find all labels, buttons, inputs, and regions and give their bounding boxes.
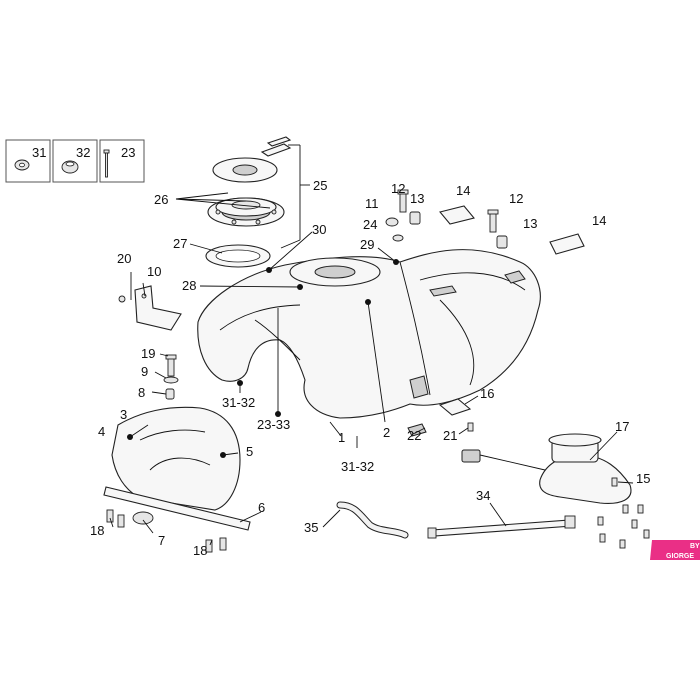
callout-30: 30 xyxy=(312,222,326,237)
trim-strip xyxy=(103,486,251,531)
fuel-line xyxy=(427,515,576,539)
callout-20: 20 xyxy=(117,251,131,266)
callout-6: 6 xyxy=(258,500,265,515)
legend-label-32: 32 xyxy=(76,145,90,160)
callout-18-left: 18 xyxy=(90,523,104,538)
tank-bracket xyxy=(134,285,182,331)
hardware-bolts xyxy=(106,189,650,553)
callout-1: 1 xyxy=(338,430,345,445)
fuel-cap-assembly xyxy=(207,136,292,227)
callout-14-left: 14 xyxy=(456,183,470,198)
leader-lines xyxy=(109,144,634,546)
callout-16: 16 xyxy=(480,386,494,401)
callout-22: 22 xyxy=(407,428,421,443)
callout-23-33: 23-33 xyxy=(257,417,290,432)
callout-29: 29 xyxy=(360,237,374,252)
callout-13-right: 13 xyxy=(523,216,537,231)
callout-2: 2 xyxy=(383,425,390,440)
callout-27: 27 xyxy=(173,236,187,251)
watermark-logo: BY GIORGE xyxy=(650,540,700,560)
callout-4: 4 xyxy=(98,424,105,439)
callout-34: 34 xyxy=(476,488,490,503)
legend-box-32: 32 xyxy=(52,139,98,183)
washer-icon xyxy=(14,159,30,171)
callout-18-right: 18 xyxy=(193,543,207,558)
grommet-icon xyxy=(61,160,79,174)
legend-box-31: 31 xyxy=(5,139,51,183)
callout-24: 24 xyxy=(363,217,377,232)
callout-17: 17 xyxy=(615,419,629,434)
fuel-pump xyxy=(461,433,632,504)
callout-7: 7 xyxy=(158,533,165,548)
callout-28: 28 xyxy=(182,278,196,293)
callout-9: 9 xyxy=(141,364,148,379)
screw-icon xyxy=(103,149,110,178)
callout-25: 25 xyxy=(313,178,327,193)
callout-21: 21 xyxy=(443,428,457,443)
callout-19: 19 xyxy=(141,346,155,361)
callout-14-right: 14 xyxy=(592,213,606,228)
fuel-cap-gasket xyxy=(205,244,271,268)
callout-31-32-upper: 31-32 xyxy=(222,395,255,410)
callout-5: 5 xyxy=(246,444,253,459)
callout-26: 26 xyxy=(154,192,168,207)
callout-11: 11 xyxy=(365,196,379,211)
watermark-line2: GIORGE xyxy=(666,553,694,560)
legend-box-23: 23 xyxy=(99,139,145,183)
legend-label-31: 31 xyxy=(32,145,46,160)
callout-12-right: 12 xyxy=(509,191,523,206)
callout-10: 10 xyxy=(147,264,161,279)
callout-31-32-lower: 31-32 xyxy=(341,459,374,474)
callout-8: 8 xyxy=(138,385,145,400)
callout-labels: 25 26 27 28 30 29 11 12 13 14 24 12 13 1… xyxy=(90,178,650,558)
callout-12-left: 12 xyxy=(391,181,405,196)
breather-hose xyxy=(336,501,409,539)
callout-3: 3 xyxy=(120,407,127,422)
tank-side-cover xyxy=(111,406,241,511)
callout-35: 35 xyxy=(304,520,318,535)
callout-13-left: 13 xyxy=(410,191,424,206)
watermark-line1: BY xyxy=(690,543,700,550)
fuel-tank xyxy=(197,249,541,419)
callout-15: 15 xyxy=(636,471,650,486)
legend-label-23: 23 xyxy=(121,145,135,160)
